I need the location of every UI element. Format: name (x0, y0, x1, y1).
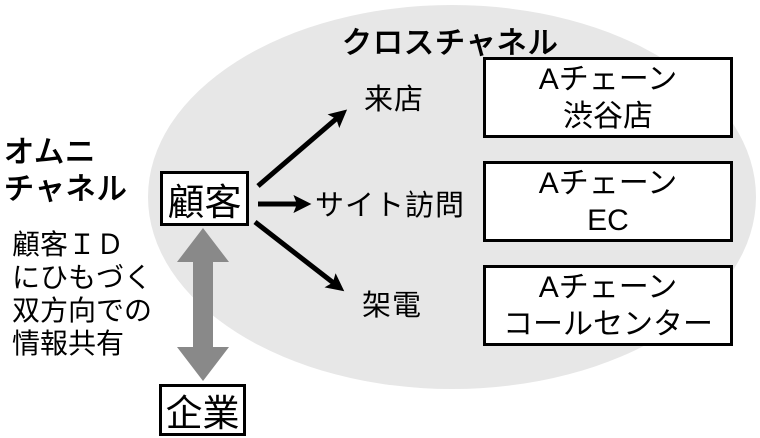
arrow-customer-to-call (253, 220, 345, 292)
customer-box-label: 顧客 (167, 181, 242, 223)
company-box-label: 企業 (165, 393, 240, 434)
target-box-label: Aチェーン EC (538, 166, 678, 237)
company-box: 企業 (159, 384, 246, 436)
customer-box: 顧客 (160, 171, 249, 226)
target-box-call-center: Aチェーン コールセンター (483, 265, 733, 346)
target-box-shibuya-store: Aチェーン 渋谷店 (483, 57, 733, 138)
arrow-customer-to-visit (256, 109, 348, 188)
omni-channel-label: オムニ チャネル (4, 136, 128, 206)
target-box-label: Aチェーン 渋谷店 (538, 62, 678, 133)
target-box-ec: Aチェーン EC (483, 161, 733, 242)
customer-id-note: 顧客ＩＤ にひもづく 双方向での 情報共有 (12, 229, 153, 359)
cross-channel-label: クロスチャネル (342, 27, 559, 60)
target-box-label: Aチェーン コールセンター (503, 270, 713, 341)
channel-action-site-visit: サイト訪問 (315, 190, 466, 222)
bidirectional-arrow-icon (177, 228, 229, 381)
channel-action-call: 架電 (362, 290, 423, 322)
channel-action-visit: 来店 (364, 84, 425, 116)
